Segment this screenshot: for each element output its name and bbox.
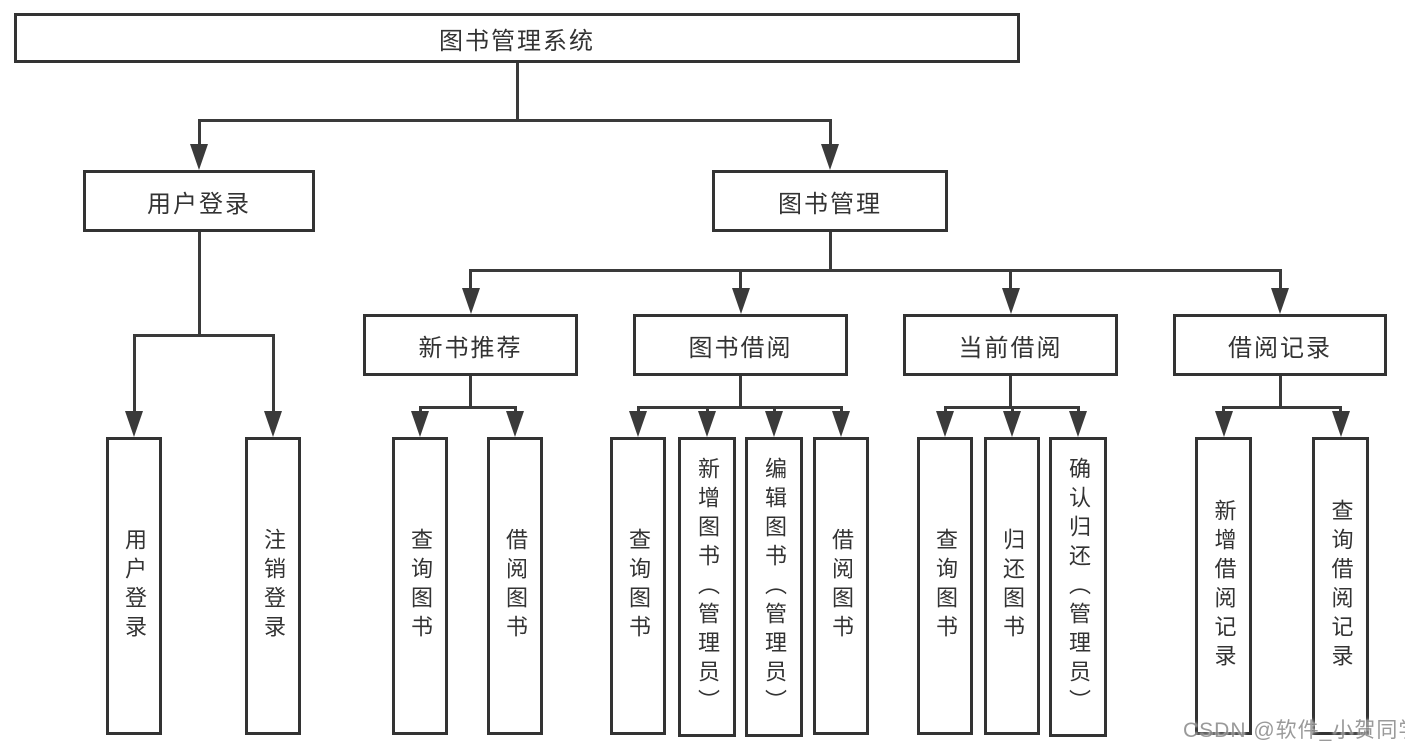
node-label: 归还图书 [1000, 528, 1025, 644]
connector-drop [132, 335, 136, 417]
arrowhead-down-icon [411, 411, 429, 437]
node-label: 图书借阅 [688, 334, 793, 362]
node-borrow-books-recommend: 借阅图书 [487, 437, 543, 735]
connector-drop [828, 120, 832, 150]
arrowhead-down-icon [125, 411, 143, 437]
node-label: 借阅记录 [1228, 334, 1332, 362]
connector-drop [469, 270, 472, 294]
connector-bus [418, 405, 517, 409]
node-user-login: 用户登录 [106, 437, 162, 735]
node-logout: 注销登录 [245, 437, 301, 735]
connector-bus [1222, 405, 1342, 409]
connector-bus [469, 268, 1282, 272]
node-label: 确认归还（管理员） [1066, 456, 1091, 718]
node-edit-books-admin: 编辑图书（管理员） [745, 437, 803, 737]
node-query-books-borrow: 查询图书 [610, 437, 666, 735]
connector-bus [132, 333, 275, 337]
node-user-login-module: 用户登录 [83, 170, 315, 232]
node-add-books-admin: 新增图书（管理员） [678, 437, 736, 737]
connector-stub [469, 376, 472, 407]
arrowhead-down-icon [765, 411, 783, 437]
node-label: 新增图书（管理员） [695, 456, 720, 718]
node-confirm-return-admin: 确认归还（管理员） [1049, 437, 1107, 737]
node-label: 用户登录 [147, 190, 251, 218]
csdn-watermark: CSDN @软件_小贺同学 [1183, 719, 1405, 742]
arrowhead-down-icon [506, 411, 524, 437]
node-query-books-current: 查询图书 [917, 437, 973, 735]
connector-drop [271, 335, 275, 417]
arrowhead-down-icon [731, 288, 750, 314]
node-label: 查询图书 [408, 528, 433, 644]
arrowhead-down-icon [629, 411, 647, 437]
node-label: 图书管理 [778, 190, 882, 218]
node-label: 借阅图书 [829, 528, 854, 644]
node-label: 新增借阅记录 [1211, 499, 1237, 673]
node-borrow-books-borrow: 借阅图书 [813, 437, 869, 735]
arrowhead-down-icon [821, 144, 839, 170]
node-return-books: 归还图书 [984, 437, 1040, 735]
connector-drop [739, 270, 742, 294]
arrowhead-down-icon [936, 411, 954, 437]
node-label: 当前借阅 [958, 334, 1063, 362]
node-label: 查询图书 [626, 528, 651, 644]
arrowhead-down-icon [1214, 411, 1233, 437]
node-label: 查询借阅记录 [1328, 499, 1354, 673]
node-add-borrow-record: 新增借阅记录 [1195, 437, 1252, 735]
node-new-book-recommend: 新书推荐 [363, 314, 578, 376]
node-label: 借阅图书 [503, 528, 528, 644]
connector-bus [636, 405, 843, 409]
node-book-management: 图书管理 [712, 170, 948, 232]
connector-stub [1278, 376, 1282, 407]
arrowhead-down-icon [1069, 411, 1087, 437]
arrowhead-down-icon [1271, 288, 1289, 314]
node-book-borrowing: 图书借阅 [633, 314, 848, 376]
node-query-books-recommend: 查询图书 [392, 437, 448, 735]
node-library-system: 图书管理系统 [14, 13, 1020, 63]
arrowhead-down-icon [190, 144, 208, 170]
node-label: 新书推荐 [418, 334, 523, 362]
arrowhead-down-icon [461, 288, 480, 314]
node-label: 编辑图书（管理员） [762, 456, 787, 718]
connector-stub [828, 232, 832, 270]
node-borrowing-records: 借阅记录 [1173, 314, 1387, 376]
arrowhead-down-icon [1003, 411, 1021, 437]
arrowhead-down-icon [1001, 288, 1020, 314]
node-label: 查询图书 [933, 528, 958, 644]
connector-drop [1009, 270, 1012, 294]
connector-drop [197, 120, 201, 150]
arrowhead-down-icon [698, 411, 716, 437]
node-label: 注销登录 [261, 528, 286, 644]
connector-drop [1278, 270, 1282, 294]
node-label: 图书管理系统 [439, 27, 595, 55]
connector-stub [197, 232, 201, 335]
connector-stub [515, 63, 519, 120]
arrowhead-down-icon [832, 411, 850, 437]
arrowhead-down-icon [1331, 411, 1350, 437]
arrowhead-down-icon [264, 411, 282, 437]
node-query-borrow-record: 查询借阅记录 [1312, 437, 1369, 735]
node-current-borrowing: 当前借阅 [903, 314, 1118, 376]
connector-bus [197, 118, 832, 122]
connector-stub [739, 376, 742, 407]
node-label: 用户登录 [122, 528, 147, 644]
connector-stub [1009, 376, 1012, 407]
